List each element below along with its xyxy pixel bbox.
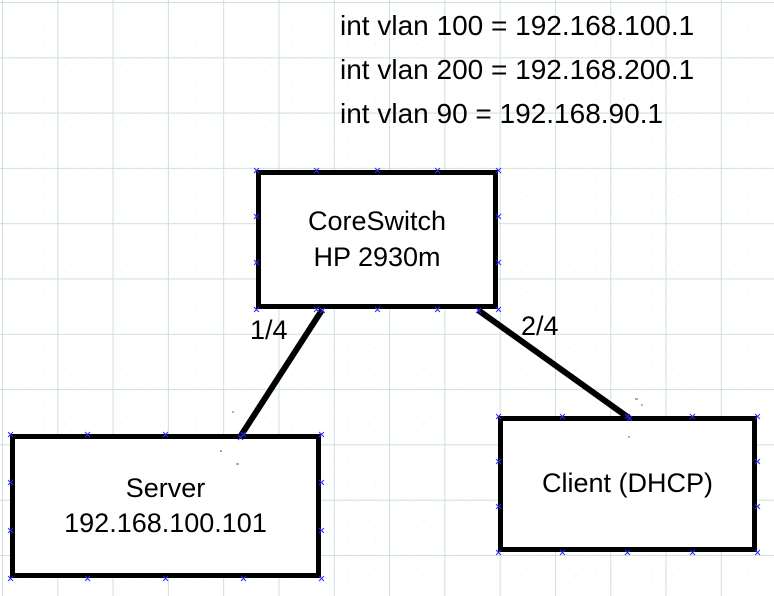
vlan-notes-text[interactable]: int vlan 100 = 192.168.100.1 int vlan 20… (340, 4, 694, 136)
vlan-note-line-2: int vlan 200 = 192.168.200.1 (340, 54, 695, 85)
node-client-title: Client (DHCP) (541, 468, 714, 499)
node-client[interactable]: Client (DHCP) (498, 416, 757, 552)
node-server-title: Server (125, 472, 206, 503)
node-server-ip: 192.168.100.101 (64, 508, 267, 538)
vlan-note-line-1: int vlan 100 = 192.168.100.1 (340, 10, 695, 41)
node-coreswitch-title: CoreSwitch (307, 206, 447, 237)
node-coreswitch-model: HP 2930m (313, 241, 441, 272)
edge-label-port-2-4[interactable]: 2/4 (521, 311, 559, 341)
vlan-note-line-3: int vlan 90 = 192.168.90.1 (340, 98, 664, 129)
node-server[interactable]: Server 192.168.100.101 (10, 434, 321, 578)
node-coreswitch[interactable]: CoreSwitch HP 2930m (256, 170, 498, 309)
edge-label-port-1-4[interactable]: 1/4 (250, 315, 288, 345)
